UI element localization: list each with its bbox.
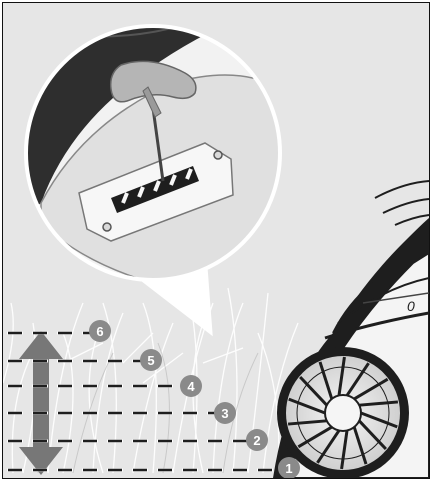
level-label-2: 2 (253, 433, 260, 448)
level-badge-4: 4 (180, 375, 202, 397)
level-label-6: 6 (96, 324, 103, 339)
level-label-3: 3 (221, 406, 228, 421)
level-badge-1: 1 (278, 457, 300, 478)
level-badge-6: 6 (89, 320, 111, 342)
level-badge-2: 2 (246, 429, 268, 451)
magnifier-callout (21, 21, 288, 333)
level-label-5: 5 (147, 353, 154, 368)
wheel (277, 347, 409, 478)
level-label-1: 1 (285, 461, 292, 476)
cutting-height-illustration: 0 1 2 3 4 (3, 3, 429, 478)
mower-badge: 0 (407, 298, 415, 314)
level-badge-5: 5 (140, 349, 162, 371)
level-label-4: 4 (187, 379, 195, 394)
level-badge-3: 3 (214, 402, 236, 424)
